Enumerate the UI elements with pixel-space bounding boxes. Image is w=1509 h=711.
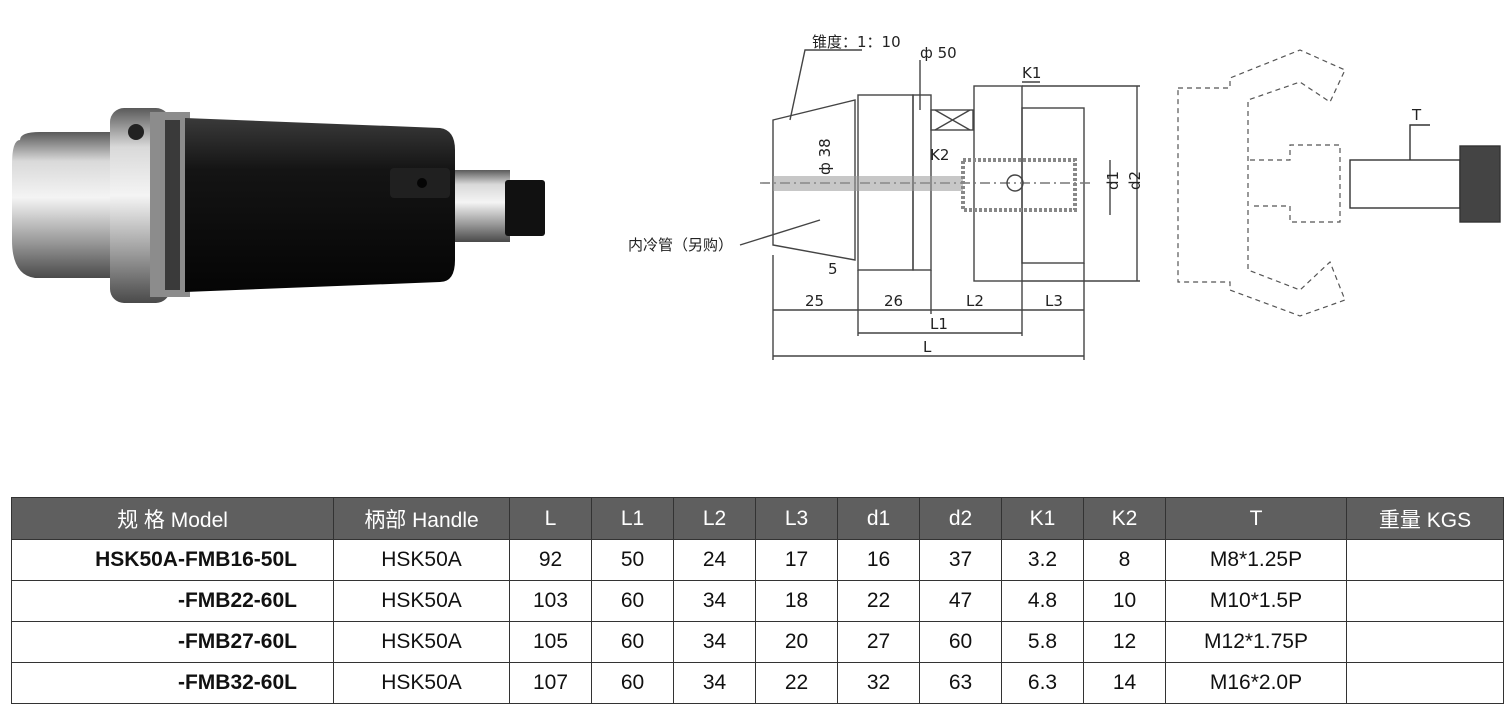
dim-25: 25 — [805, 292, 824, 310]
header-L: L — [509, 497, 592, 540]
cell-L: 105 — [509, 621, 592, 663]
dim-5: 5 — [828, 260, 838, 278]
header-d2: d2 — [919, 497, 1002, 540]
header-handle: 柄部 Handle — [333, 497, 510, 540]
table-header-row: 规 格 Model 柄部 Handle L L1 L2 L3 d1 d2 K1 … — [11, 497, 1504, 540]
cell-L3: 18 — [755, 580, 838, 622]
taper-label: 锥度：1：10 — [812, 33, 901, 51]
cell-handle: HSK50A — [333, 621, 510, 663]
dim-L2: L2 — [966, 292, 984, 310]
cell-K1: 3.2 — [1001, 539, 1084, 581]
technical-drawing: 锥度：1：10 ф 50 ф 38 内冷管（另购） 5 25 26 L2 L3 … — [628, 33, 1501, 360]
tool-holder-photo — [12, 108, 545, 303]
cell-model: -FMB22-60L — [11, 580, 334, 622]
cell-d2: 37 — [919, 539, 1002, 581]
coolant-pipe-label: 内冷管（另购） — [628, 236, 733, 254]
cell-K1: 5.8 — [1001, 621, 1084, 663]
header-d1: d1 — [837, 497, 920, 540]
cell-L3: 20 — [755, 621, 838, 663]
cell-T: M12*1.75P — [1165, 621, 1347, 663]
dim-L3: L3 — [1045, 292, 1063, 310]
header-L3: L3 — [755, 497, 838, 540]
cell-L2: 24 — [673, 539, 756, 581]
cell-d2: 47 — [919, 580, 1002, 622]
table-row: HSK50A-FMB16-50L HSK50A 92 50 24 17 16 3… — [11, 539, 1504, 581]
table-row: -FMB32-60L HSK50A 107 60 34 22 32 63 6.3… — [11, 662, 1504, 704]
table-row: -FMB27-60L HSK50A 105 60 34 20 27 60 5.8… — [11, 621, 1504, 663]
cell-T: M8*1.25P — [1165, 539, 1347, 581]
cell-weight — [1346, 621, 1504, 663]
header-T: T — [1165, 497, 1347, 540]
cell-weight — [1346, 539, 1504, 581]
cell-weight — [1346, 580, 1504, 622]
dim-T: T — [1411, 106, 1422, 124]
cell-T: M10*1.5P — [1165, 580, 1347, 622]
cell-handle: HSK50A — [333, 539, 510, 581]
cell-L1: 60 — [591, 580, 674, 622]
cell-L3: 22 — [755, 662, 838, 704]
cell-K1: 6.3 — [1001, 662, 1084, 704]
header-K2: K2 — [1083, 497, 1166, 540]
header-weight: 重量 KGS — [1346, 497, 1504, 540]
cell-K1: 4.8 — [1001, 580, 1084, 622]
cell-T: M16*2.0P — [1165, 662, 1347, 704]
cell-model: -FMB32-60L — [11, 662, 334, 704]
cell-L: 103 — [509, 580, 592, 622]
dim-L: L — [923, 338, 932, 356]
header-model: 规 格 Model — [11, 497, 334, 540]
phi38-label: ф 38 — [816, 138, 834, 175]
cell-L1: 60 — [591, 621, 674, 663]
cell-weight — [1346, 662, 1504, 704]
header-L1: L1 — [591, 497, 674, 540]
cell-L: 92 — [509, 539, 592, 581]
cell-L1: 50 — [591, 539, 674, 581]
cell-K2: 12 — [1083, 621, 1166, 663]
cell-d2: 63 — [919, 662, 1002, 704]
header-K1: K1 — [1001, 497, 1084, 540]
cell-L2: 34 — [673, 580, 756, 622]
cell-d1: 27 — [837, 621, 920, 663]
dim-d1: d1 — [1104, 171, 1122, 190]
cell-L1: 60 — [591, 662, 674, 704]
cell-d1: 32 — [837, 662, 920, 704]
dim-K2: K2 — [930, 146, 949, 164]
dim-26: 26 — [884, 292, 903, 310]
cell-L3: 17 — [755, 539, 838, 581]
dim-d2: d2 — [1126, 171, 1144, 190]
cell-handle: HSK50A — [333, 580, 510, 622]
spec-table: 规 格 Model 柄部 Handle L L1 L2 L3 d1 d2 K1 … — [11, 497, 1504, 704]
dim-L1: L1 — [930, 315, 948, 333]
cell-handle: HSK50A — [333, 662, 510, 704]
header-L2: L2 — [673, 497, 756, 540]
phi50-label: ф 50 — [920, 44, 957, 62]
cell-model: -FMB27-60L — [11, 621, 334, 663]
table-row: -FMB22-60L HSK50A 103 60 34 18 22 47 4.8… — [11, 580, 1504, 622]
cell-K2: 14 — [1083, 662, 1166, 704]
cell-L2: 34 — [673, 662, 756, 704]
cell-L: 107 — [509, 662, 592, 704]
dim-K1: K1 — [1022, 64, 1041, 82]
cell-d2: 60 — [919, 621, 1002, 663]
cell-d1: 16 — [837, 539, 920, 581]
cell-K2: 10 — [1083, 580, 1166, 622]
cell-L2: 34 — [673, 621, 756, 663]
cell-d1: 22 — [837, 580, 920, 622]
cell-K2: 8 — [1083, 539, 1166, 581]
cell-model: HSK50A-FMB16-50L — [11, 539, 334, 581]
